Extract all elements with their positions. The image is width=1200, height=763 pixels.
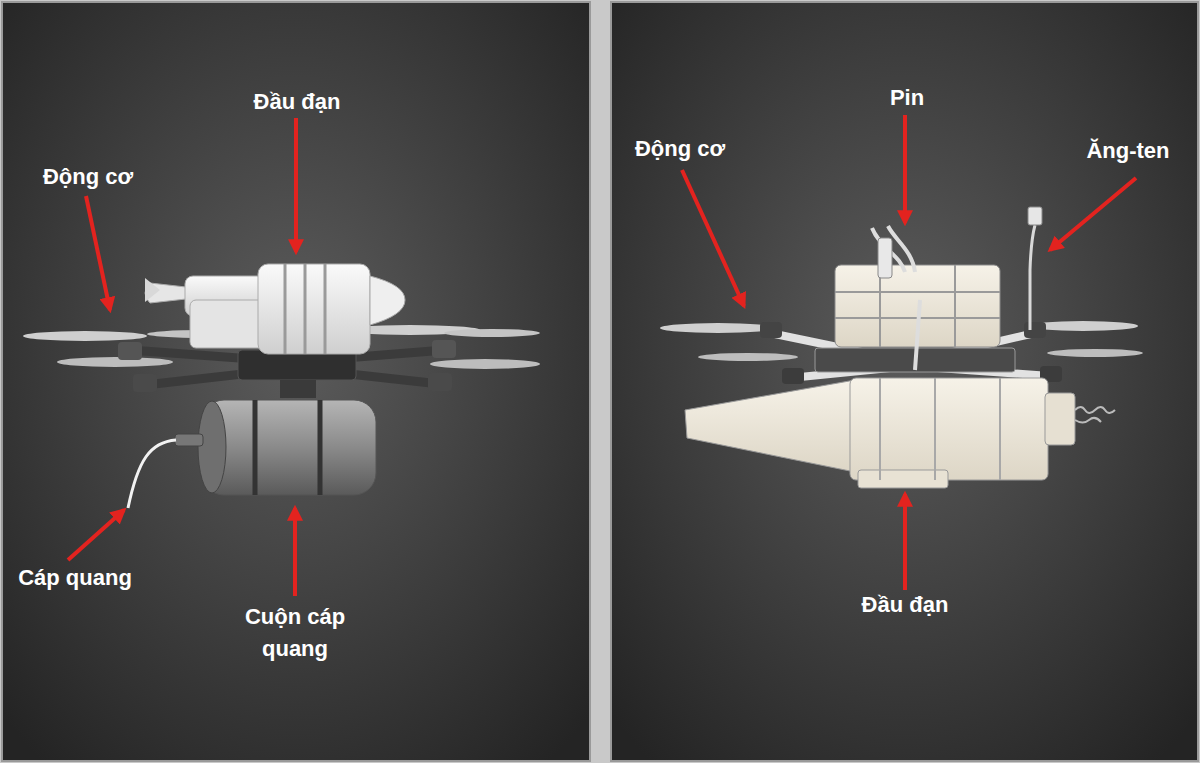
part-label: Ăng-ten	[1086, 135, 1169, 167]
battery-plug	[878, 238, 892, 278]
warhead-body	[850, 378, 1048, 480]
motor	[428, 373, 452, 391]
propeller	[430, 359, 540, 369]
part-label: Đầu đạn	[862, 589, 949, 621]
fiber-cable	[128, 440, 176, 508]
leader-arrow	[86, 196, 110, 310]
cable-connector	[175, 434, 203, 446]
part-label: Đầu đạn	[254, 86, 341, 118]
strap	[880, 378, 1000, 480]
strap	[285, 264, 325, 354]
warhead-cap	[1045, 393, 1075, 445]
part-label: Động cơ	[43, 161, 133, 193]
warhead-nose	[370, 276, 405, 325]
spool-end	[198, 401, 226, 493]
part-label: Pin	[890, 82, 924, 114]
fuse-wire	[1075, 407, 1115, 423]
leader-arrows	[68, 115, 1136, 596]
leader-arrow	[293, 508, 297, 596]
part-label: Cáp quang	[18, 562, 132, 594]
cable-spool	[202, 400, 376, 495]
propeller	[698, 353, 798, 361]
part-label: Cuộn cáp quang	[229, 601, 361, 665]
warhead-body	[258, 264, 370, 354]
battery-wire	[872, 226, 920, 370]
warhead-fin	[145, 278, 160, 302]
motor	[432, 340, 456, 358]
motor	[118, 342, 142, 360]
leader-arrow	[294, 118, 298, 252]
mount	[280, 380, 316, 398]
antenna-wire	[1030, 225, 1035, 330]
motor	[782, 368, 804, 384]
warhead-cone	[685, 380, 855, 472]
left-panel	[2, 2, 590, 761]
spool-band	[255, 400, 320, 495]
right-panel	[611, 2, 1198, 761]
motor	[760, 322, 782, 338]
propeller	[660, 323, 776, 333]
motor	[1024, 322, 1046, 338]
propeller	[1047, 349, 1143, 357]
left-drone	[23, 264, 540, 508]
motor	[133, 374, 157, 392]
leader-arrow	[682, 170, 744, 306]
frame-arm	[130, 350, 445, 385]
propeller	[23, 331, 147, 341]
right-drone	[660, 207, 1143, 488]
leader-arrow	[68, 510, 124, 560]
leader-arrow	[903, 115, 907, 223]
antenna-tip	[1028, 207, 1042, 225]
leader-arrow	[903, 494, 907, 590]
propeller	[444, 329, 540, 337]
part-label: Động cơ	[635, 133, 725, 165]
propeller	[57, 357, 173, 367]
leader-arrow	[1050, 178, 1136, 250]
